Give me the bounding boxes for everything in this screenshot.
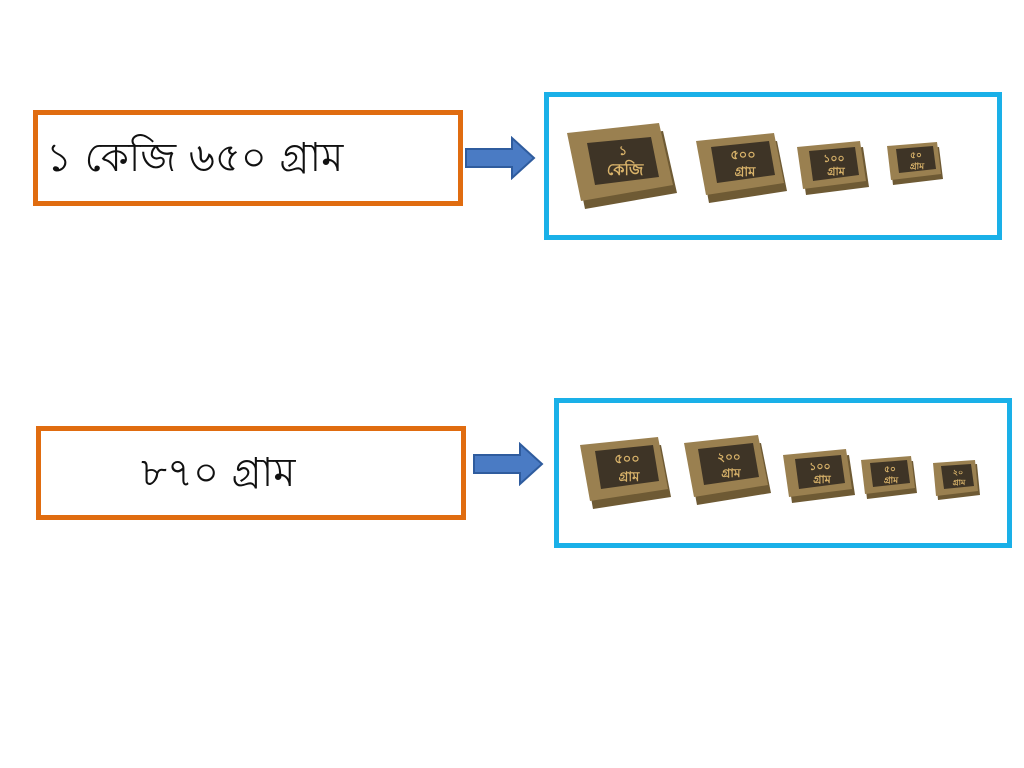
weight-unit: গ্রাম: [813, 473, 831, 486]
weight-unit: কেজি: [607, 159, 644, 179]
weight-value: ৫০: [910, 151, 922, 161]
weight-value: ৫০০: [614, 452, 639, 467]
weight-value: ২০: [953, 468, 963, 477]
weight-unit: গ্রাম: [721, 466, 741, 480]
weight-value: ৫০০: [730, 148, 755, 163]
weight-block-100g: ১০০ গ্রাম: [783, 449, 855, 503]
weight-unit: গ্রাম: [735, 165, 757, 180]
weight-label-box-2: ৮৭০ গ্রাম: [36, 426, 466, 520]
weights-group-1: ১ কেজি ৫০০ গ্রাম ১০০ গ্রাম ৫০ গ্রাম: [544, 92, 1002, 240]
weight-total-label-2: ৮৭০ গ্রাম: [141, 450, 296, 496]
weight-block-100g: ১০০ গ্রাম: [797, 141, 869, 195]
weight-value: ১০০: [809, 460, 830, 473]
weight-unit: গ্রাম: [953, 478, 966, 487]
weight-block-50g: ৫০ গ্রাম: [887, 142, 943, 185]
weight-unit: গ্রাম: [619, 470, 641, 485]
weight-block-200g: ২০০ গ্রাম: [684, 435, 771, 505]
weight-label-box-1: ১ কেজি ৬৫০ গ্রাম: [33, 110, 463, 206]
right-arrow-icon: [465, 136, 536, 180]
right-arrow-icon: [473, 442, 544, 486]
weight-value: ২০০: [717, 450, 740, 464]
weight-value: ৫০: [884, 465, 896, 475]
weight-block-50g: ৫০ গ্রাম: [861, 456, 917, 499]
weight-value: ১: [619, 144, 627, 159]
weight-block-20g: ২০ গ্রাম: [933, 460, 980, 500]
weight-block-1kg: ১ কেজি: [567, 123, 677, 209]
weight-unit: গ্রাম: [827, 165, 845, 178]
weight-unit: গ্রাম: [910, 162, 925, 172]
weight-total-label-1: ১ কেজি ৬৫০ গ্রাম: [46, 135, 344, 181]
weights-group-2: ৫০০ গ্রাম ২০০ গ্রাম ১০০ গ্রাম ৫০ গ্রাম ২…: [554, 398, 1012, 548]
weight-unit: গ্রাম: [884, 476, 899, 486]
weight-block-500g: ৫০০ গ্রাম: [580, 437, 671, 509]
weight-value: ১০০: [823, 152, 844, 165]
weight-block-500g: ৫০০ গ্রাম: [696, 133, 787, 203]
